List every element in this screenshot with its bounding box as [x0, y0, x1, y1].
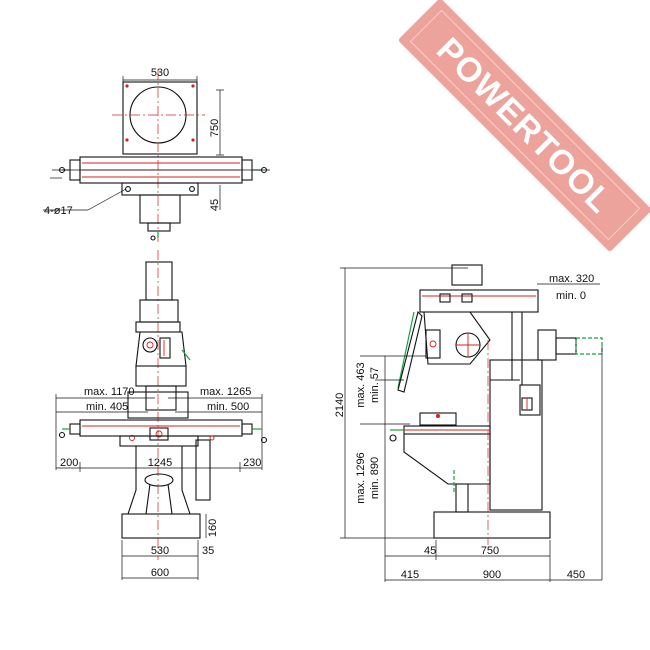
- side-view: max. 320 min. 0: [334, 264, 603, 582]
- dim-side-left-clear: 415: [401, 569, 419, 581]
- dim-top-holes: 4-ø17: [44, 205, 73, 217]
- side-column: [489, 359, 543, 511]
- top-turret-plate: [122, 81, 198, 155]
- dim-front-table-left: 200: [60, 457, 78, 469]
- dim-side-right-clear: 450: [567, 569, 585, 581]
- dim-side-knee-min: min. 890: [369, 457, 381, 499]
- front-view: max. 1170 min. 405 max. 1265 min. 500 20…: [55, 250, 268, 580]
- powertool-watermark: POWERTOOL: [398, 0, 650, 252]
- dim-front-table-right: 230: [243, 457, 261, 469]
- dim-side-spindle-min: min. 57: [369, 367, 381, 403]
- side-base: [433, 511, 551, 539]
- dim-side-ram-max: max. 320: [549, 273, 594, 285]
- dim-side-footprint: 900: [483, 569, 501, 581]
- dim-front-base-offset: 35: [202, 545, 214, 557]
- dim-top-offset: 45: [209, 199, 221, 211]
- side-motor-handwheel: [575, 337, 603, 355]
- dim-side-front-offset: 45: [424, 545, 436, 557]
- dim-front-base-height: 160: [207, 519, 219, 537]
- dim-front-table-len: 1245: [148, 457, 172, 469]
- dim-side-base-depth: 750: [481, 545, 499, 557]
- dim-front-overall-width: 600: [151, 567, 169, 579]
- front-head: [135, 331, 187, 367]
- side-head: [423, 311, 491, 365]
- front-motor: [145, 261, 173, 301]
- dim-front-base-width: 530: [151, 545, 169, 557]
- top-view: 530 750 45 4-ø17: [43, 67, 270, 245]
- watermark-text: POWERTOOL: [429, 31, 619, 221]
- side-ram: [419, 289, 539, 313]
- dim-front-max-right: max. 1265: [200, 386, 251, 398]
- dim-side-total-height: 2140: [334, 393, 346, 417]
- dim-front-min-left: min. 405: [86, 401, 128, 413]
- side-quill-lever: [397, 311, 415, 389]
- dim-side-knee-max: max. 1296: [355, 452, 367, 503]
- dim-side-ram-min: min. 0: [556, 290, 586, 302]
- side-knee: [403, 434, 491, 485]
- dim-front-max-left: max. 1170: [84, 386, 135, 398]
- front-base: [121, 513, 201, 539]
- dim-front-min-right: min. 500: [207, 401, 249, 413]
- dim-side-spindle-max: max. 463: [355, 362, 367, 407]
- side-motor: [451, 264, 483, 286]
- dim-top-depth: 750: [209, 119, 221, 137]
- dim-top-width: 530: [151, 67, 169, 79]
